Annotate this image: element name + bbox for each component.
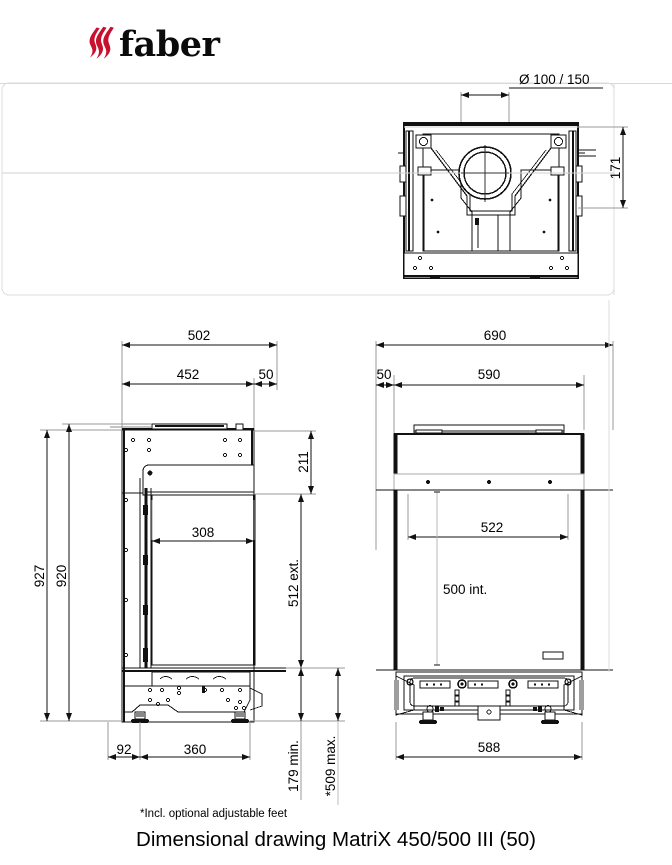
- footnote: *Incl. optional adjustable feet: [140, 808, 288, 820]
- front-view: [375, 300, 614, 760]
- dim-front-opening-int: 500 int.: [443, 582, 487, 597]
- dim-top-depth: 171: [608, 157, 623, 180]
- dim-side-total-depth: 502: [188, 328, 211, 343]
- dim-front-opening-ext: 522: [481, 520, 504, 535]
- dim-side-opening-height: 512 ext.: [286, 559, 301, 607]
- brand-name: faber: [119, 23, 220, 65]
- dim-side-body-height: 920: [54, 565, 69, 588]
- flame-icon: [89, 26, 114, 59]
- page-title: Dimensional drawing MatriX 450/500 III (…: [136, 828, 536, 851]
- dim-flue-diameter: Ø 100 / 150: [519, 72, 590, 87]
- dim-side-total-height: 927: [32, 565, 47, 588]
- dim-front-base-width: 588: [478, 740, 501, 755]
- dim-front-body-width: 590: [478, 367, 501, 382]
- front-foot-left: [419, 711, 437, 724]
- side-view: [40, 341, 345, 805]
- dim-side-body-depth: 452: [177, 367, 200, 382]
- brand-logo: faber: [88, 23, 220, 65]
- dim-side-top-height: 211: [296, 451, 311, 473]
- adjustable-foot-right: [231, 711, 249, 723]
- dim-side-height-min: 179 min.: [286, 740, 301, 792]
- top-view: [1, 82, 628, 296]
- dim-side-height-max: *509 max.: [323, 736, 338, 797]
- dim-side-foot-span: 360: [184, 742, 207, 757]
- front-foot-right: [541, 711, 559, 724]
- dim-side-flange-depth: 50: [258, 367, 273, 382]
- dim-front-flange-width: 50: [376, 367, 391, 382]
- dim-side-foot-offset: 92: [116, 742, 131, 757]
- dim-front-total-width: 690: [484, 328, 507, 343]
- dim-side-opening-depth: 308: [192, 525, 215, 540]
- adjustable-foot-left: [131, 711, 149, 723]
